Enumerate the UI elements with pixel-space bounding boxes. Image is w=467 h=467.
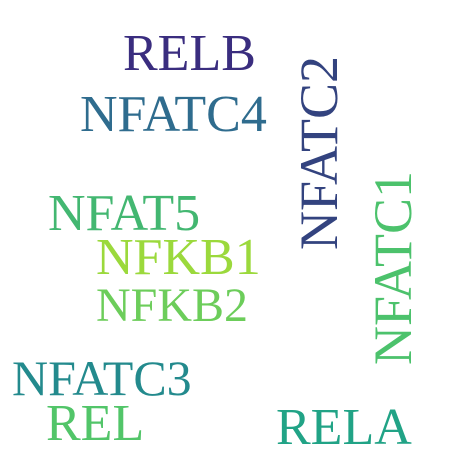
word-nfatc4: NFATC4 <box>80 86 267 143</box>
word-nfkb2: NFKB2 <box>96 279 249 332</box>
word-rel: REL <box>46 395 145 452</box>
word-relb: RELB <box>123 25 256 82</box>
word-nfatc2: NFATC2 <box>289 55 349 250</box>
word-nfatc1: NFATC1 <box>363 170 423 365</box>
word-nfatc3: NFATC3 <box>12 350 192 406</box>
word-nfat5: NFAT5 <box>48 185 201 242</box>
word-rela: RELA <box>276 399 412 456</box>
word-nfkb1: NFKB1 <box>96 229 261 286</box>
